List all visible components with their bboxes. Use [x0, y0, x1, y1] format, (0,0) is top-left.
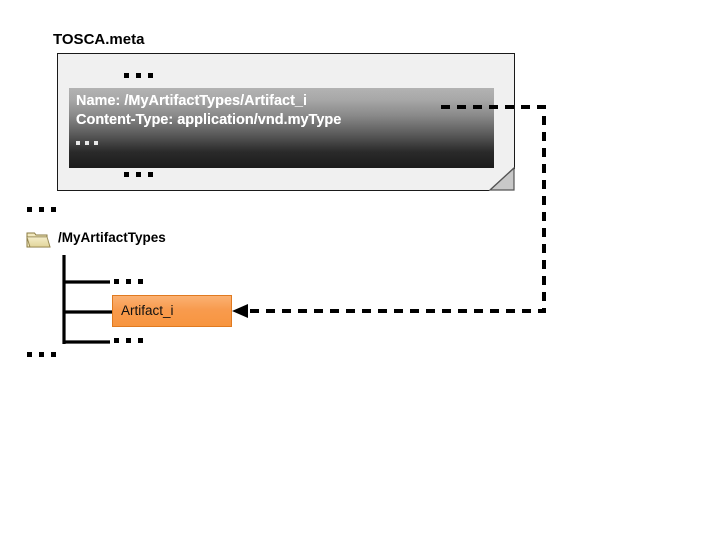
- tree-left-ellipsis-top: [27, 200, 56, 219]
- arrow-left-icon: [232, 304, 248, 318]
- entry-name-line: Name: /MyArtifactTypes/Artifact_i: [76, 93, 307, 109]
- tree-left-ellipsis-bottom: [27, 345, 56, 364]
- tree-child-ellipsis-top: [114, 272, 143, 291]
- ellipsis-glyph: [27, 345, 56, 362]
- ellipsis-glyph: [27, 200, 56, 217]
- ellipsis-glyph: [76, 135, 98, 149]
- entry-ellipsis: [76, 134, 98, 152]
- ellipsis-glyph: [124, 165, 153, 182]
- tosca-meta-title: TOSCA.meta: [53, 31, 145, 48]
- folder-icon: [26, 232, 51, 248]
- ellipsis-glyph: [114, 272, 143, 289]
- ellipsis-glyph: [124, 66, 153, 83]
- document-bottom-ellipsis: [124, 165, 153, 184]
- ellipsis-glyph: [114, 331, 143, 348]
- manifest-entry-block: Name: /MyArtifactTypes/Artifact_i Conten…: [69, 88, 494, 168]
- tree-child-ellipsis-bottom: [114, 331, 143, 350]
- folder-label: /MyArtifactTypes: [58, 230, 166, 245]
- artifact-node-label: Artifact_i: [121, 303, 174, 318]
- document-top-ellipsis: [124, 66, 153, 85]
- artifact-node[interactable]: Artifact_i: [112, 295, 232, 327]
- entry-content-type-line: Content-Type: application/vnd.myType: [76, 112, 342, 128]
- folder-row[interactable]: /MyArtifactTypes: [26, 227, 286, 251]
